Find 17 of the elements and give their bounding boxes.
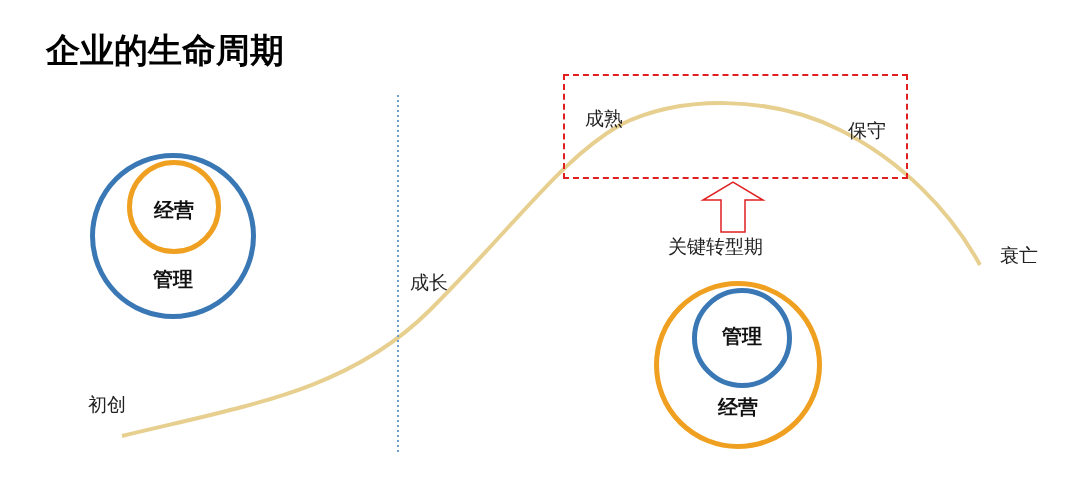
stage-label: 初创 [88,392,126,417]
circle-label: 管理 [721,323,763,350]
inner-circle [127,160,221,254]
circle-label: 经营 [152,197,195,224]
inner-circle [692,288,792,388]
stage-label: 成熟 [585,106,623,131]
stage-label: 成长 [410,270,448,295]
stage-label: 保守 [848,118,886,143]
stage-label: 关键转型期 [668,234,796,262]
hollow-arrow [700,181,766,233]
outer-circle [90,153,256,319]
stage-label: 衰亡 [1000,243,1038,268]
circle-label: 经营 [716,394,759,421]
circle-label: 管理 [152,266,194,293]
dashed-highlight-box [563,74,908,179]
title: 企业的生命周期 [46,29,284,72]
outer-circle [654,281,822,449]
